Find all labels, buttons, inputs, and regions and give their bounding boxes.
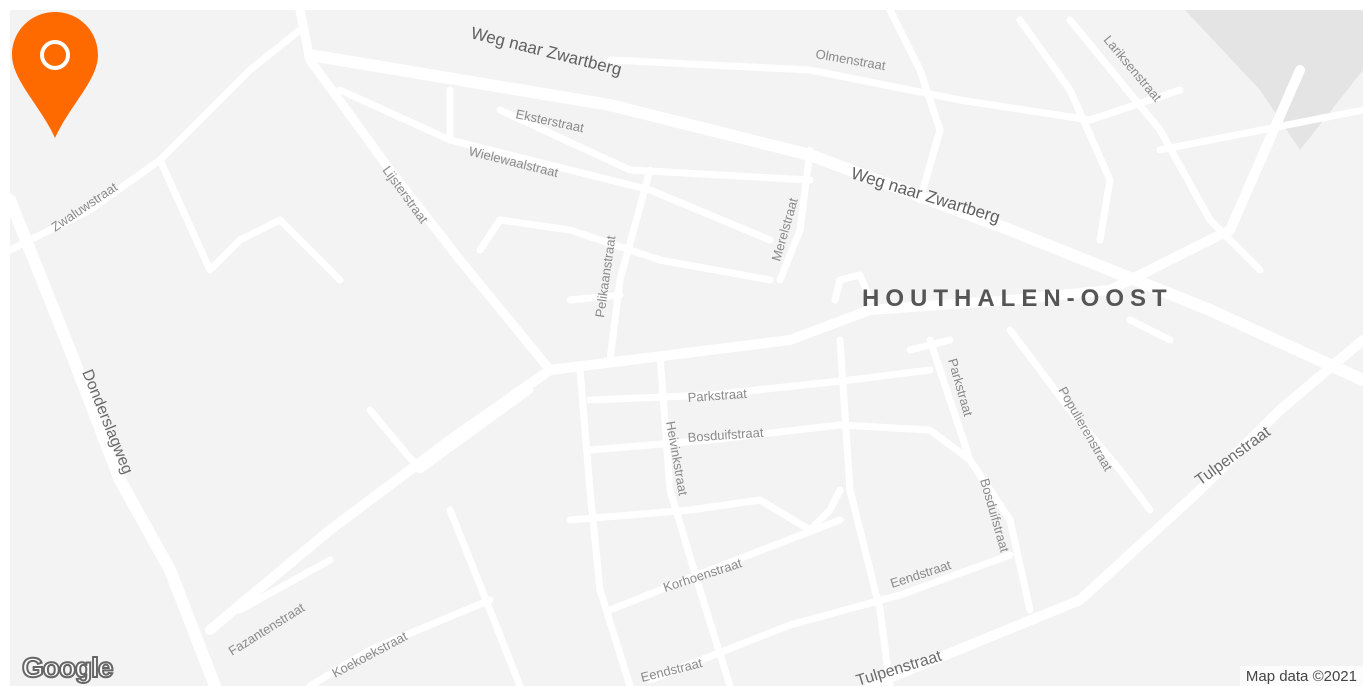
road-fazanten-stub (236, 556, 334, 614)
road-eendstraat (646, 551, 1014, 684)
street-label: Wielewaalstraat (467, 143, 560, 180)
road-parkstraat-2 (926, 336, 1034, 614)
road-populierenstraat (1006, 326, 1154, 514)
road-lariksenstraat (1066, 16, 1264, 274)
road-lijsterstraat (295, 10, 555, 375)
street-label: Merelstraat (768, 196, 800, 263)
road-bosduifstraat (586, 421, 974, 464)
street-label: Eendstraat (639, 655, 704, 685)
road-pelikaanstraat (606, 166, 654, 364)
street-label: Populierenstraat (1055, 384, 1116, 474)
road-olmenstraat-link (886, 10, 944, 204)
street-label: Olmenstraat (814, 46, 887, 73)
road-east-stub (1126, 316, 1174, 344)
road-south-west (446, 506, 524, 686)
road-diagonal-southwest (205, 365, 555, 635)
road-small-stub (906, 336, 954, 354)
road-eksterstraat (496, 106, 814, 184)
road-wielewaalstraat (336, 86, 774, 244)
map-roads: Weg naar Zwartberg Weg naar Zwartberg Ol… (10, 10, 1363, 686)
street-label: Tulpenstraat (1192, 423, 1274, 489)
map-pin-icon[interactable] (10, 10, 100, 140)
road-parkstraat (586, 366, 934, 404)
road-loop-pelikaan (476, 216, 774, 284)
google-logo[interactable]: Google (21, 651, 114, 684)
place-label: HOUTHALEN-OOST (862, 285, 1173, 312)
road-stub (566, 291, 624, 304)
road-merelstraat (776, 146, 814, 284)
road-olmenstraat (606, 56, 1184, 124)
street-label: Parkstraat (687, 386, 748, 405)
road-heivinkstraat (656, 351, 734, 686)
map-attribution[interactable]: Map data ©2021 (1239, 666, 1363, 686)
road-east-link (1156, 106, 1363, 154)
road-west-south (576, 366, 634, 686)
street-label: Weg naar Zwartberg (469, 23, 624, 79)
road-loop-west (156, 156, 344, 284)
street-label: Bosduifstraat (687, 425, 764, 445)
map-area-block (1185, 10, 1363, 150)
road-middle-south (836, 336, 894, 686)
road-west-loop-south (366, 386, 534, 474)
street-label: Koekoekstraat (329, 628, 410, 680)
road-north-east (1016, 16, 1114, 244)
road-koekoekstraat (306, 596, 494, 686)
road-korhoenstraat (606, 516, 844, 614)
map-canvas[interactable]: Weg naar Zwartberg Weg naar Zwartberg Ol… (10, 10, 1363, 686)
road-loop-middle (566, 486, 844, 534)
road-weg-naar-zwartberg (304, 49, 1363, 386)
road-donderslagweg (10, 194, 221, 686)
street-label: Lijsterstraat (380, 163, 432, 226)
road-small-loop (831, 271, 874, 304)
street-label: Zwaluwstraat (48, 179, 120, 234)
street-label: Tulpenstraat (854, 648, 944, 686)
road-tulpenstraat (865, 335, 1363, 686)
